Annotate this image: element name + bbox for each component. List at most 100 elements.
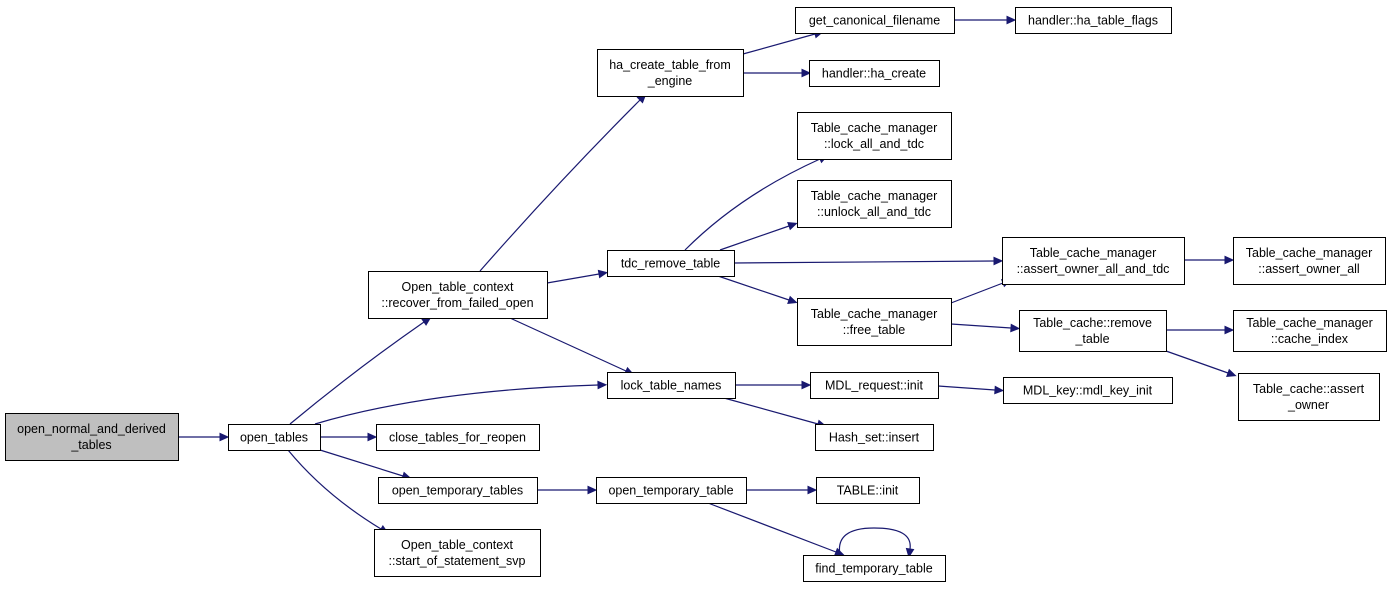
node-mdl-request-init[interactable]: MDL_request::init	[810, 372, 939, 399]
node-assert-owner-all[interactable]: Table_cache_manager::assert_owner_all	[1233, 237, 1386, 285]
node-table-init[interactable]: TABLE::init	[816, 477, 920, 504]
edge-table_cache_remove_table-to-table_cache_assert_owner	[1165, 350, 1237, 377]
edge-line	[707, 502, 837, 553]
edge-table_cache_remove_table-to-cache_index	[1166, 325, 1235, 335]
nodes: open_normal_and_derived _tables open_table…	[5, 7, 1387, 582]
node-open-temporary-tables[interactable]: open_temporary_tables	[378, 477, 538, 504]
node-box	[809, 60, 940, 87]
edge-line	[733, 260, 995, 264]
node-box	[803, 555, 946, 582]
node-label-line: find_temporary_table	[815, 562, 932, 576]
node-tdc-remove-table[interactable]: tdc_remove_table	[607, 250, 735, 277]
edge-line	[838, 527, 911, 556]
node-label-line: Table_cache_manager	[1246, 246, 1372, 260]
edge-open_tables-to-close_tables_for_reopen	[320, 432, 378, 442]
node-box	[1233, 237, 1386, 285]
node-label-line: open_temporary_tables	[392, 484, 523, 498]
node-assert-owner-all-and-tdc[interactable]: Table_cache_manager::assert_owner_all_an…	[1002, 237, 1185, 285]
edge-ha_create_table_from_engine-to-handler_ha_create	[743, 68, 812, 78]
node-label-line: open_temporary_table	[608, 484, 733, 498]
node-close-tables-for-reopen[interactable]: close_tables_for_reopen	[376, 424, 540, 451]
node-lock-table-names[interactable]: lock_table_names	[607, 372, 736, 399]
node-label-line: _tables	[70, 438, 111, 452]
arrowhead-icon	[807, 485, 818, 495]
edge-lock_table_names-to-hash_set_insert	[723, 397, 827, 429]
arrowhead-icon	[993, 256, 1004, 266]
node-free-table[interactable]: Table_cache_manager::free_table	[797, 298, 952, 346]
node-label-line: Open_table_context	[402, 280, 514, 294]
node-find-temporary-table[interactable]: find_temporary_table	[803, 555, 946, 582]
edge-line	[950, 323, 1012, 329]
node-label-line: handler::ha_create	[822, 67, 926, 81]
arrowhead-icon	[905, 547, 915, 559]
node-box	[797, 112, 952, 160]
edge-tdc_remove_table-to-free_table	[717, 275, 798, 304]
edge-line	[742, 33, 816, 55]
edges	[178, 15, 1237, 559]
edge-recover_from_failed_open-to-lock_table_names	[509, 317, 635, 375]
arrowhead-icon	[597, 380, 608, 390]
node-box	[597, 49, 744, 97]
edge-free_table-to-table_cache_remove_table	[950, 323, 1021, 333]
edge-line	[717, 275, 790, 301]
edge-free_table-to-assert_owner_all_and_tdc	[950, 279, 1012, 304]
node-box	[5, 413, 179, 461]
edge-line	[719, 225, 790, 251]
node-recover-from-failed-open[interactable]: Open_table_context::recover_from_failed_…	[368, 271, 548, 319]
node-label-line: _engine	[647, 74, 693, 88]
node-handler-ha-create[interactable]: handler::ha_create	[809, 60, 940, 87]
edge-line	[287, 449, 382, 530]
edge-get_canonical_filename-to-handler_ha_table_flags	[954, 15, 1017, 25]
node-open-normal-and-derived-tables[interactable]: open_normal_and_derived _tables	[5, 413, 179, 461]
edge-line	[289, 321, 425, 425]
edge-mdl_request_init-to-mdl_key_init	[937, 385, 1005, 395]
edge-line	[723, 397, 819, 425]
node-box	[378, 477, 538, 504]
edge-line	[314, 384, 599, 425]
edge-lock_table_names-to-mdl_request_init	[735, 380, 812, 390]
node-label-line: Table_cache_manager	[811, 307, 937, 321]
node-open-temporary-table[interactable]: open_temporary_table	[596, 477, 747, 504]
node-unlock-all-and-tdc[interactable]: Table_cache_manager::unlock_all_and_tdc	[797, 180, 952, 228]
node-box	[1003, 377, 1173, 404]
node-box	[797, 180, 952, 228]
node-start-of-statement-svp[interactable]: Open_table_context::start_of_statement_s…	[374, 529, 541, 577]
node-ha-create-table-from-engine[interactable]: ha_create_table_from_engine	[597, 49, 744, 97]
edge-line	[937, 385, 996, 391]
node-label-line: open_normal_and_derived	[17, 422, 166, 436]
node-label-line: Open_table_context	[401, 538, 513, 552]
arrowhead-icon	[994, 385, 1005, 395]
arrowhead-icon	[587, 485, 598, 495]
node-table-cache-assert-owner[interactable]: Table_cache::assert_owner	[1238, 373, 1380, 421]
edge-line	[684, 158, 821, 251]
edge-ha_create_table_from_engine-to-get_canonical_filename	[742, 29, 824, 55]
node-box	[374, 529, 541, 577]
arrowhead-icon	[1006, 15, 1017, 25]
node-label-line: lock_table_names	[621, 379, 722, 393]
edge-open_temporary_table-to-find_temporary_table	[707, 502, 845, 556]
edge-open_temporary_table-to-table_init	[746, 485, 818, 495]
node-table-cache-remove-table[interactable]: Table_cache::remove_table	[1019, 310, 1167, 352]
node-lock-all-and-tdc[interactable]: Table_cache_manager::lock_all_and_tdc	[797, 112, 952, 160]
node-cache-index[interactable]: Table_cache_manager::cache_index	[1233, 310, 1387, 352]
node-label-line: ::start_of_statement_svp	[389, 554, 526, 568]
node-label-line: _owner	[1287, 398, 1329, 412]
node-label-line: Table_cache::assert	[1253, 382, 1365, 396]
edge-open_tables-to-recover_from_failed_open	[289, 316, 432, 425]
node-label-line: ::cache_index	[1271, 332, 1349, 346]
node-box	[795, 7, 955, 34]
node-mdl-key-init[interactable]: MDL_key::mdl_key_init	[1003, 377, 1173, 404]
node-label-line: ::recover_from_failed_open	[381, 296, 533, 310]
edge-assert_owner_all_and_tdc-to-assert_owner_all	[1184, 255, 1235, 265]
node-label-line: get_canonical_filename	[809, 14, 940, 28]
edge-open_tables-to-start_of_statement_svp	[287, 449, 389, 534]
edge-line	[319, 449, 404, 477]
node-hash-set-insert[interactable]: Hash_set::insert	[815, 424, 934, 451]
node-handler-ha-table-flags[interactable]: handler::ha_table_flags	[1015, 7, 1172, 34]
node-get-canonical-filename[interactable]: get_canonical_filename	[795, 7, 955, 34]
edge-line	[950, 282, 1004, 304]
node-box	[1015, 7, 1172, 34]
node-open-tables[interactable]: open_tables	[228, 424, 321, 451]
node-label-line: MDL_request::init	[825, 379, 923, 393]
